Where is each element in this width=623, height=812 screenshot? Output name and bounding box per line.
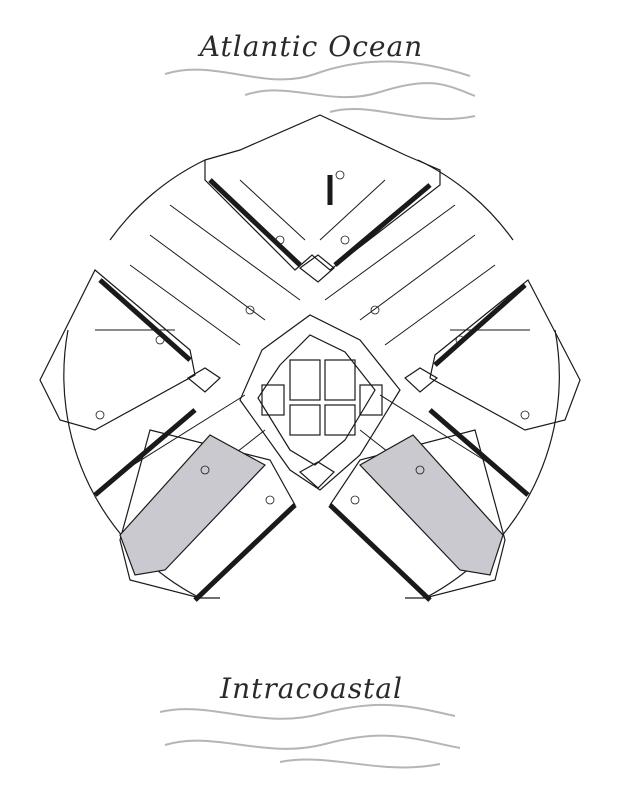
load-walls: [93, 175, 530, 602]
highlighted-units: [119, 434, 504, 576]
ocean-waves: [164, 60, 476, 120]
fixtures: [95, 170, 530, 505]
partition-walls: [95, 179, 530, 521]
building-outline: [39, 114, 581, 599]
intracoastal-waves: [159, 703, 461, 769]
intracoastal-label: Intracoastal: [220, 672, 403, 705]
ocean-label: Atlantic Ocean: [199, 30, 424, 63]
